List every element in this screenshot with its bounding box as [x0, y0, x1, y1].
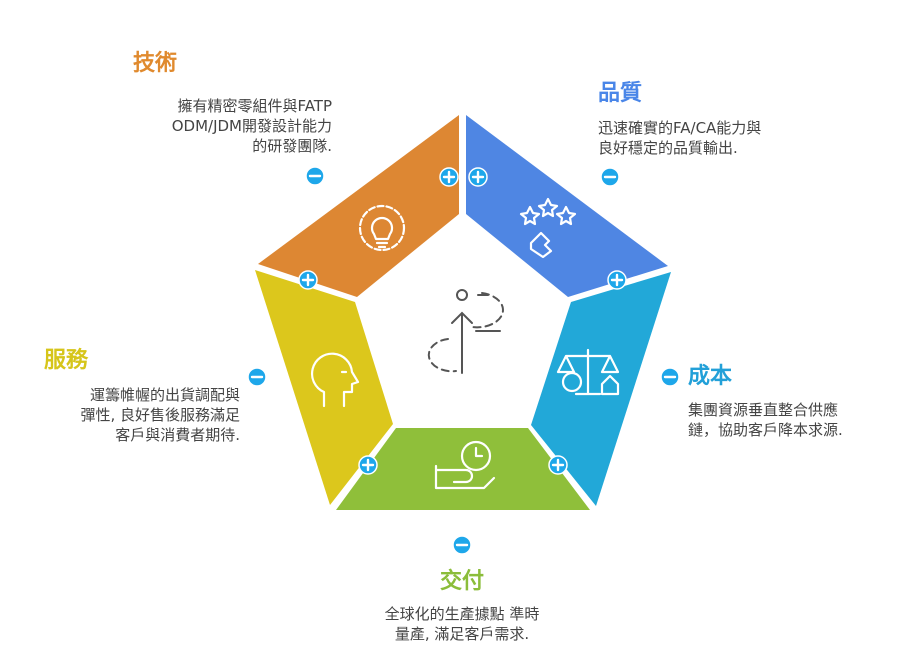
desc-line: 擁有精密零組件與FATP: [177, 97, 332, 115]
plus-icon[interactable]: [548, 455, 568, 475]
description-service: 運籌帷幄的出貨調配與 彈性, 良好售後服務滿足 客戶與消費者期待.: [20, 385, 240, 445]
minus-icon[interactable]: [305, 166, 325, 186]
growth-arrow-icon: [427, 289, 504, 374]
desc-line: 鏈，協助客戶降本求源.: [688, 421, 843, 439]
title-delivery: 交付: [439, 569, 484, 594]
segment-service: [255, 270, 393, 505]
description-technology: 擁有精密零組件與FATP ODM/JDM開發設計能力 的研發團隊.: [112, 96, 332, 156]
desc-line: 彈性, 良好售後服務滿足: [80, 406, 240, 424]
clock-hand-icon: [434, 440, 496, 490]
description-delivery: 全球化的生產據點 準時 量產, 滿足客戶需求.: [342, 604, 582, 644]
desc-line: 集團資源垂直整合供應: [688, 401, 839, 419]
plus-icon[interactable]: [298, 270, 318, 290]
segment-technology: [258, 115, 459, 297]
plus-icon[interactable]: [468, 167, 488, 187]
minus-icon[interactable]: [600, 167, 620, 187]
description-quality: 迅速確實的FA/CA能力與 良好穩定的品質輸出.: [598, 118, 838, 158]
head-profile-icon: [311, 352, 360, 408]
lightbulb-gear-icon: [358, 204, 406, 252]
minus-icon[interactable]: [452, 535, 472, 555]
desc-line: 全球化的生產據點 準時: [384, 605, 540, 623]
desc-line: 良好穩定的品質輸出.: [598, 139, 738, 157]
desc-line: 量產, 滿足客戶需求.: [394, 625, 530, 643]
description-cost: 集團資源垂直整合供應 鏈，協助客戶降本求源.: [688, 400, 898, 440]
minus-icon[interactable]: [660, 367, 680, 387]
title-service: 服務: [44, 348, 89, 373]
minus-icon[interactable]: [247, 367, 267, 387]
desc-line: 運籌帷幄的出貨調配與: [89, 386, 240, 404]
title-quality: 品質: [598, 81, 643, 106]
desc-line: 客戶與消費者期待.: [115, 426, 240, 444]
plus-icon[interactable]: [607, 270, 627, 290]
desc-line: 迅速確實的FA/CA能力與: [598, 119, 762, 137]
balance-scale-icon: [556, 348, 620, 396]
desc-line: 的研發團隊.: [252, 137, 332, 155]
title-technology: 技術: [133, 51, 178, 76]
title-cost: 成本: [688, 364, 733, 389]
stars-hand-icon: [519, 197, 577, 259]
segment-quality: [466, 115, 668, 297]
desc-line: ODM/JDM開發設計能力: [171, 117, 332, 135]
plus-icon[interactable]: [358, 455, 378, 475]
plus-icon[interactable]: [439, 167, 459, 187]
